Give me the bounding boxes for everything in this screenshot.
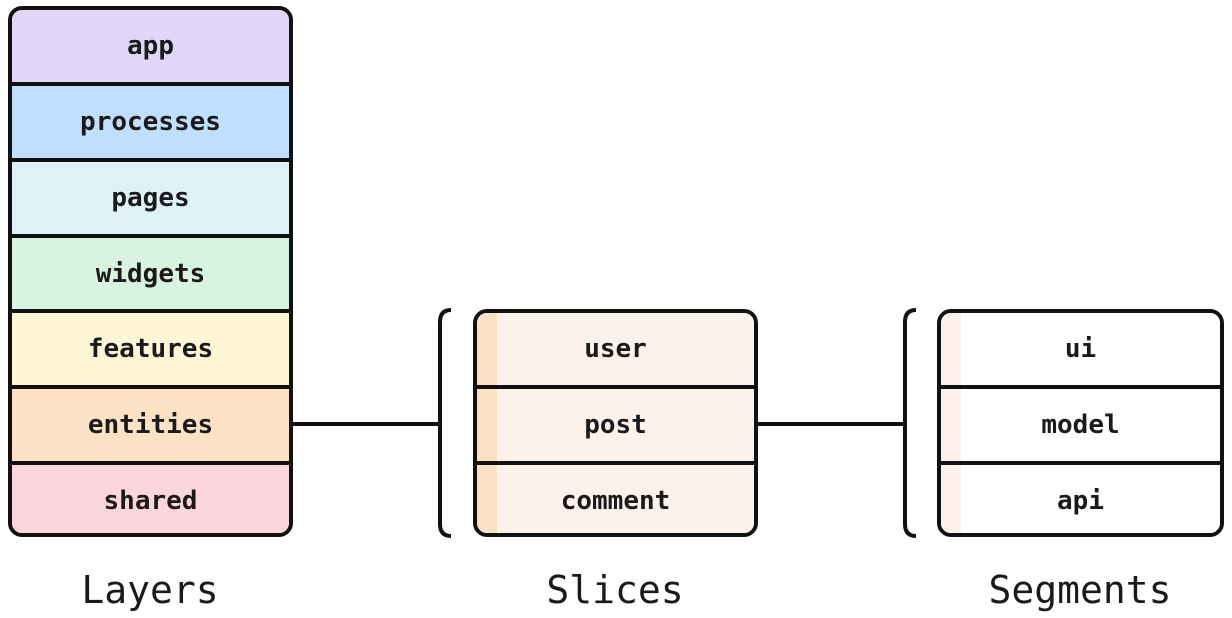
slices-bracket (438, 308, 452, 538)
slice-strip (477, 313, 497, 385)
segment-label: model (1041, 410, 1120, 440)
layer-label: pages (111, 182, 190, 213)
layers-stack: app processes pages widgets features ent… (8, 6, 293, 537)
layer-app: app (12, 10, 289, 82)
segments-stack: ui model api (937, 309, 1224, 537)
slice-strip (477, 465, 497, 533)
slice-strip (477, 389, 497, 461)
slice-post: post (477, 385, 754, 461)
segment-label: ui (1064, 334, 1097, 364)
layer-processes: processes (12, 81, 289, 158)
segment-strip (941, 389, 961, 461)
segment-model: model (941, 385, 1220, 461)
segment-strip (941, 313, 961, 385)
layer-entities: entities (12, 385, 289, 462)
layer-widgets: widgets (12, 233, 289, 310)
segment-api: api (941, 461, 1220, 533)
layer-label: features (87, 334, 214, 365)
slice-label: post (584, 410, 647, 440)
segment-label: api (1057, 486, 1104, 516)
segments-bracket (903, 308, 917, 538)
layers-caption: Layers (81, 568, 219, 612)
layer-features: features (12, 309, 289, 386)
slice-comment: comment (477, 461, 754, 533)
layer-label: entities (87, 410, 214, 441)
layer-label: app (127, 30, 174, 61)
segments-caption: Segments (988, 568, 1172, 612)
layer-label: widgets (95, 258, 206, 289)
slices-stack: user post comment (473, 309, 758, 537)
slice-label: comment (560, 486, 671, 516)
layer-label: processes (80, 106, 221, 137)
layer-shared: shared (12, 461, 289, 533)
layer-label: shared (103, 486, 198, 517)
slices-caption: Slices (546, 568, 684, 612)
segment-strip (941, 465, 961, 533)
slice-user: user (477, 313, 754, 385)
layer-pages: pages (12, 157, 289, 234)
slice-label: user (584, 334, 647, 364)
segment-ui: ui (941, 313, 1220, 385)
